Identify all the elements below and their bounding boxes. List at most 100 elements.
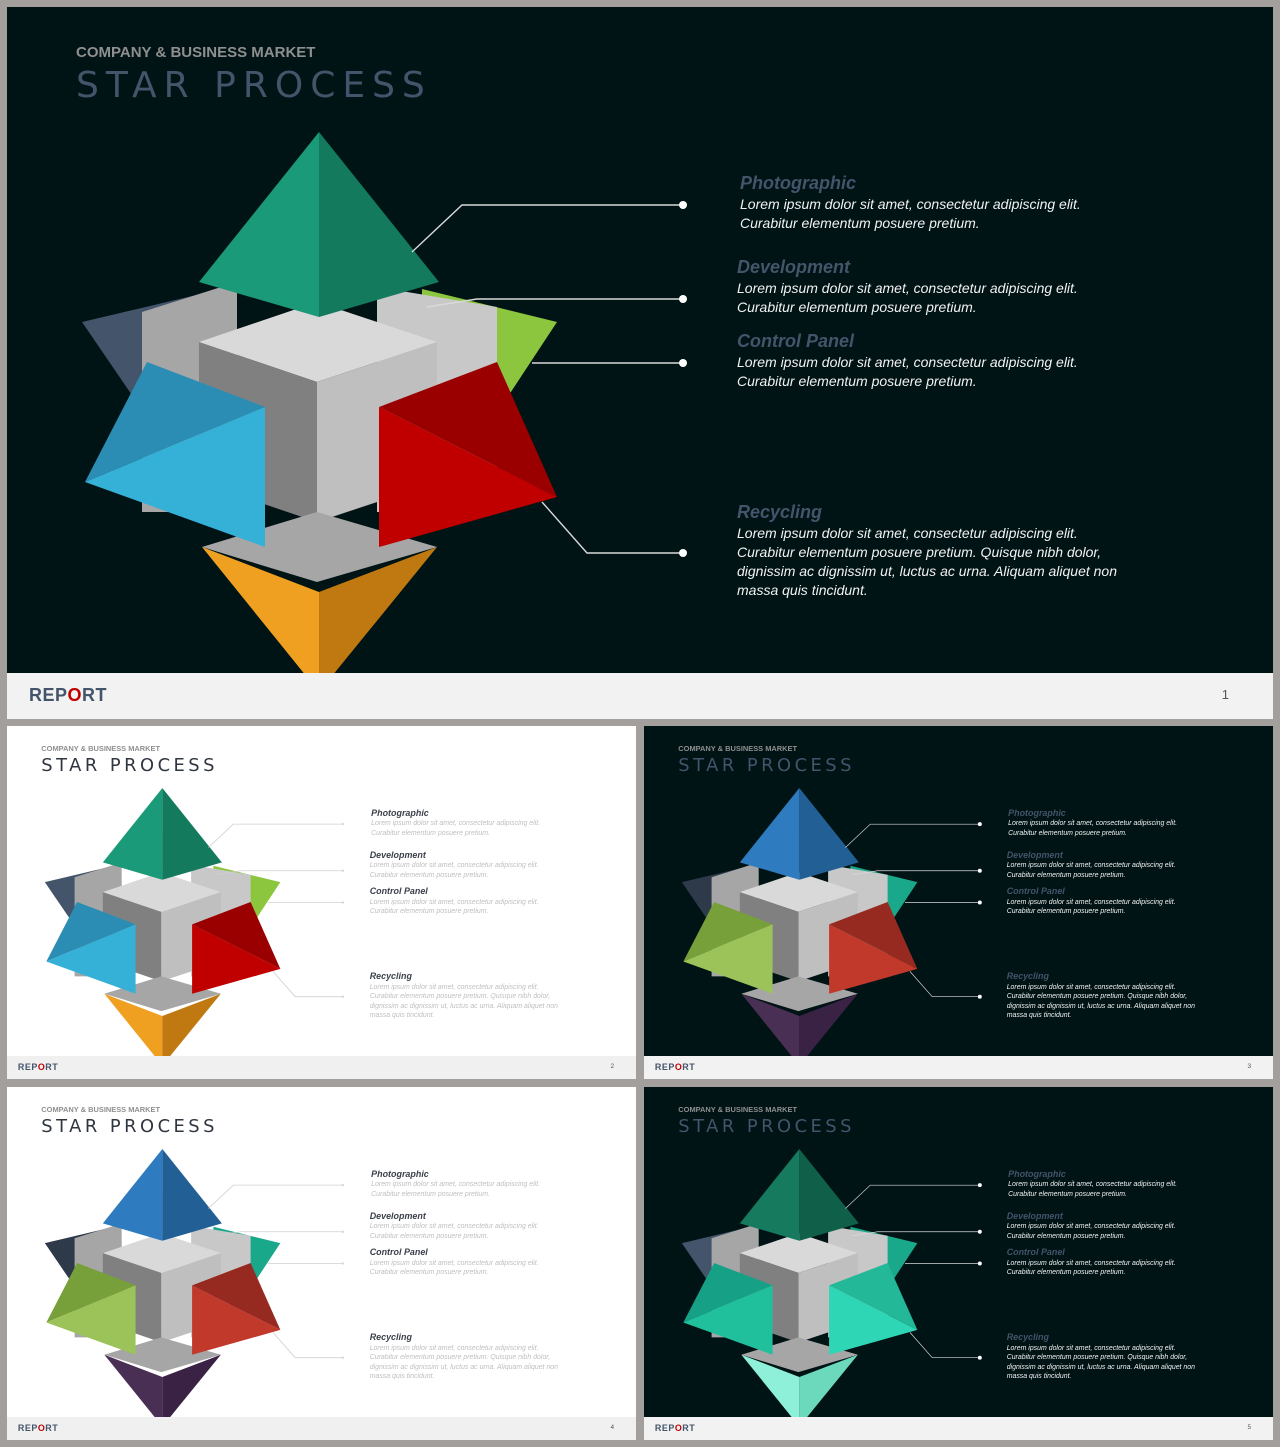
leader-line-1 [845,1184,980,1209]
brand-part: RT [682,1062,696,1073]
top-pyramid-right [799,787,859,880]
front-right-dark [192,1263,281,1330]
bottom-pyramid-left [202,547,319,692]
leader-line-1 [411,204,683,253]
leader-line-1 [845,823,980,848]
top-pyramid-left [199,132,319,317]
info-item-body: Lorem ipsum dolor sit amet, consectetur … [737,525,1118,598]
info-item-heading: Recycling [737,502,823,522]
leader-line-4 [272,1332,343,1359]
top-pyramid-left [102,787,163,880]
info-item-body: Lorem ipsum dolor sit amet, consectetur … [371,820,541,837]
brand-logo: REPORT [655,1062,695,1072]
leader-dot-2 [341,1230,345,1234]
brand-part: RT [45,1423,59,1434]
leader-dot-4 [341,1356,345,1359]
brand-accent: O [37,1423,46,1434]
info-item-heading: Recycling [369,971,412,982]
star-process-graphic [44,1148,345,1427]
front-left-dark [46,902,136,962]
info-item-body: Lorem ipsum dolor sit amet, consectetur … [369,1223,539,1240]
page-title: STAR PROCESS [41,754,218,776]
front-right-dark [379,362,557,497]
top-pyramid-right [162,787,222,880]
brand-accent: O [37,1062,46,1073]
info-item-heading: Control Panel [369,886,428,897]
front-left-light [85,407,265,547]
front-left-light [46,1285,136,1355]
front-left-light [46,924,136,994]
leader-dot-3 [341,901,345,904]
leader-line-4 [909,1332,980,1359]
leader-line-2 [215,870,343,876]
info-item-heading: Recycling [1006,971,1049,982]
front-left-dark [683,902,773,962]
leader-dot-1 [977,1183,982,1188]
leader-dot-2 [341,869,345,873]
info-item-body: Lorem ipsum dolor sit amet, consectetur … [369,862,539,879]
brand-part: RT [82,685,108,705]
brand-part: REP [17,1062,38,1073]
info-item-body: Lorem ipsum dolor sit amet, consectetur … [1006,983,1195,1020]
leader-line-4 [541,501,683,554]
star-process-graphic [82,132,687,692]
page-title: STAR PROCESS [678,1115,855,1137]
info-item-heading: Control Panel [1006,1247,1065,1258]
leader-dot-2 [679,295,687,303]
info-item-heading: Photographic [1008,1168,1066,1179]
info-item-body: Lorem ipsum dolor sit amet, consectetur … [1006,862,1176,879]
info-item-heading: Recycling [1006,1332,1049,1343]
info-item-body: Lorem ipsum dolor sit amet, consectetur … [371,1181,541,1198]
cube-top [102,872,221,912]
front-right-light [379,407,557,547]
kicker-text: COMPANY & BUSINESS MARKET [678,744,798,754]
leader-dot-1 [341,1183,345,1187]
page-title: STAR PROCESS [76,65,432,106]
kicker-text: COMPANY & BUSINESS MARKET [678,1105,798,1115]
brand-logo: REPORT [18,1423,58,1433]
info-item-heading: Development [737,257,851,277]
info-item-heading: Photographic [371,1168,429,1179]
info-item-body: Lorem ipsum dolor sit amet, consectetur … [369,1344,558,1381]
leader-dot-3 [341,1262,345,1265]
bottom-pyramid-right [319,547,437,692]
top-pyramid-left [102,1148,163,1241]
front-left-light [683,1285,773,1355]
cube-top [739,1233,858,1273]
bottom-pyramid-left [741,993,800,1066]
kicker-text: COMPANY & BUSINESS MARKET [41,744,161,754]
front-left-dark [46,1263,136,1323]
front-right-light [192,1285,281,1355]
leader-dot-2 [977,1229,982,1234]
bottom-pyramid-left [741,1354,800,1427]
front-right-light [829,1285,918,1355]
kicker-text: COMPANY & BUSINESS MARKET [41,1105,161,1115]
page-number: 2 [610,1063,615,1071]
leader-dot-3 [977,1261,982,1266]
leader-dot-3 [679,359,687,367]
page-number: 1 [1221,687,1229,702]
